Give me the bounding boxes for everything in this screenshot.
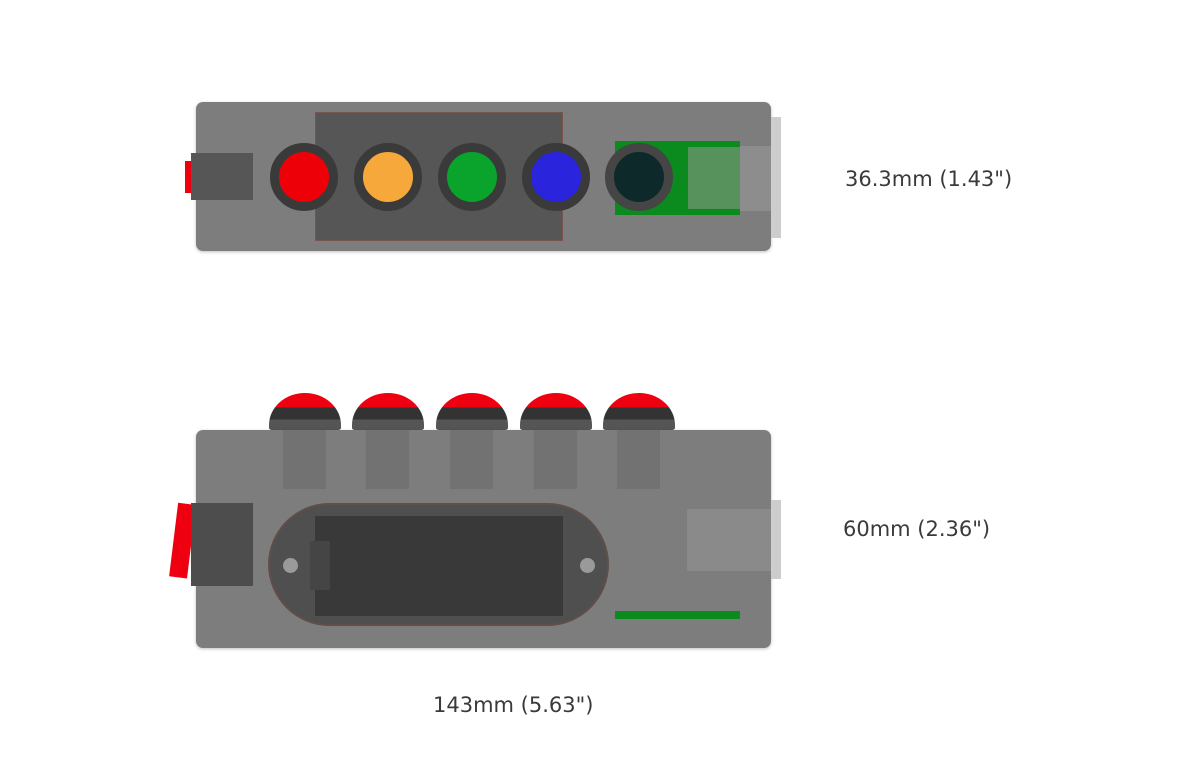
dimension-label-top-height: 36.3mm (1.43") <box>845 167 1013 191</box>
connector-opening-band <box>740 146 771 211</box>
red-pushbutton <box>270 143 338 211</box>
usb-port-front <box>687 509 771 571</box>
battery-contact-tab <box>310 541 330 590</box>
usb-connector-on-pcb <box>688 147 740 209</box>
button-shaft-1 <box>283 430 326 489</box>
dark-pushbutton <box>605 143 673 211</box>
power-switch-housing-front <box>191 503 253 586</box>
dome-button-2 <box>352 393 424 430</box>
pcb-edge-strip <box>615 611 740 619</box>
green-pushbutton <box>438 143 506 211</box>
dimension-label-front-height: 60mm (2.36") <box>843 517 991 541</box>
power-switch-housing-top <box>191 153 253 200</box>
screw-left <box>283 558 298 573</box>
battery-holder <box>315 516 563 616</box>
button-shaft-5 <box>617 430 660 489</box>
button-shaft-3 <box>450 430 493 489</box>
screw-right <box>580 558 595 573</box>
blue-pushbutton <box>522 143 590 211</box>
dome-button-1 <box>269 393 341 430</box>
button-shaft-4 <box>534 430 577 489</box>
dome-button-3 <box>436 393 508 430</box>
power-switch-lever-top <box>185 161 192 193</box>
dome-button-4 <box>520 393 592 430</box>
dome-button-5 <box>603 393 675 430</box>
orange-pushbutton <box>354 143 422 211</box>
dimension-label-width: 143mm (5.63") <box>433 693 594 717</box>
button-shaft-2 <box>366 430 409 489</box>
right-side-tab-top <box>771 117 781 238</box>
right-side-tab-front <box>771 500 781 579</box>
